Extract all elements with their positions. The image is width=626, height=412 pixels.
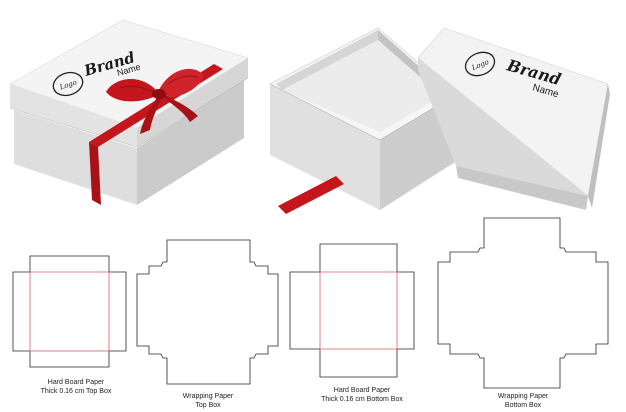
caption-bottom-board-line2: Thick 0.16 cm Bottom Box — [321, 396, 403, 403]
ribbon-bow — [106, 68, 204, 134]
open-box-inner-floor — [282, 40, 442, 132]
caption-top-board-line2: Thick 0.16 cm Top Box — [40, 388, 112, 395]
dieline-top-box-wrap — [136, 239, 279, 385]
dieline-top-box-board — [12, 255, 127, 368]
board-bottom-crease — [319, 271, 398, 350]
board-top-crease — [29, 271, 110, 352]
dieline-bottom-box-board — [289, 243, 415, 378]
closed-box-base-left — [14, 110, 137, 205]
wrap-bottom-outline — [437, 217, 609, 389]
caption-top-board-line1: Hard Board Paper — [47, 379, 105, 386]
caption-top-wrap-line2: Top Box — [195, 402, 221, 409]
caption-bottom-board: Hard Board Paper Thick 0.16 cm Bottom Bo… — [302, 386, 422, 404]
closed-gift-box: Logo Brand Name — [9, 19, 249, 205]
caption-bottom-wrap: Wrapping Paper Bottom Box — [478, 392, 568, 410]
wrap-top-outline — [136, 239, 279, 385]
open-box-outer-right — [380, 95, 455, 210]
closed-box-base-right — [137, 80, 244, 205]
open-box-outer-left — [270, 84, 380, 210]
caption-bottom-wrap-line1: Wrapping Paper — [497, 393, 549, 400]
open-box-inner-back-left — [276, 30, 378, 90]
open-box-ribbon-tail — [278, 176, 344, 214]
open-lid-side-right — [588, 84, 610, 208]
caption-top-wrap: Wrapping Paper Top Box — [168, 392, 248, 410]
dieline-bottom-box-wrap — [437, 217, 609, 389]
caption-bottom-board-line1: Hard Board Paper — [333, 387, 391, 394]
open-lid-side-bottom — [456, 166, 588, 210]
closed-box-lid-edge-right — [137, 58, 248, 147]
caption-bottom-wrap-line2: Bottom Box — [504, 402, 542, 409]
caption-top-board: Hard Board Paper Thick 0.16 cm Top Box — [28, 378, 124, 396]
lid-logo-circle-icon — [464, 51, 496, 77]
caption-top-wrap-line1: Wrapping Paper — [182, 393, 234, 400]
board-bottom-outline — [289, 243, 415, 378]
logo-circle-icon — [52, 71, 84, 97]
open-lid-side-left — [418, 58, 588, 208]
closed-box-ribbon-side — [89, 142, 101, 205]
open-gift-box: Logo Brand Name — [269, 27, 610, 214]
closed-box-lid-edge-left — [10, 84, 137, 147]
